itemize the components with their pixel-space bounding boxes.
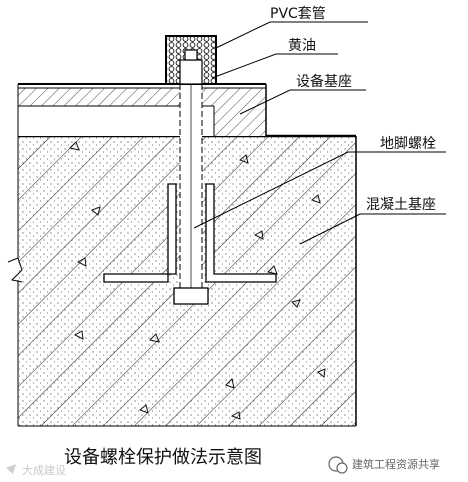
pvc-sleeve	[165, 35, 217, 85]
anchor-bolt-label: 地脚螺栓	[380, 136, 436, 152]
concrete-foundation-label: 混凝土基座	[366, 196, 436, 213]
diagram-caption: 设备螺栓保护做法示意图	[64, 447, 262, 468]
watermark-left: 大成建设	[6, 463, 66, 477]
butter-label: 黄油	[288, 37, 316, 54]
watermark-right: 建筑工程资源共享	[328, 456, 440, 474]
watermark-right-text: 建筑工程资源共享	[352, 457, 440, 471]
equipment-base-label: 设备基座	[296, 73, 352, 90]
pvc-sleeve-label: PVC套管	[270, 6, 326, 22]
anchor-bolt	[103, 84, 277, 305]
watermark-left-text: 大成建设	[22, 463, 66, 477]
equipment-base	[17, 83, 267, 136]
leader-lines	[193, 21, 446, 245]
